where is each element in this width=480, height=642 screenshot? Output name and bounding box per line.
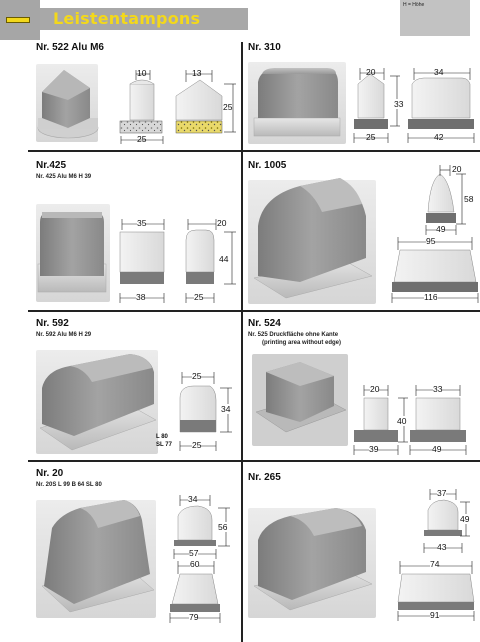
drawing-524-front [410, 397, 466, 442]
product-title-310: Nr. 310 [248, 42, 281, 53]
title-bar: Leistentampons [40, 8, 248, 30]
drawing-20-side [174, 505, 216, 546]
product-title-20: Nr. 20 [36, 468, 64, 479]
dim-592-top: 25 [192, 371, 202, 381]
product-subtitle-524-en: (printing area without edge) [262, 340, 341, 346]
dim-524-front-width: 33 [433, 384, 443, 394]
dim-20-width: 60 [190, 559, 200, 569]
product-subtitle-592: Nr. 592 Alu M6 H 29 [36, 332, 92, 338]
row-divider-3 [28, 460, 480, 462]
dim-524-side-width: 20 [370, 384, 380, 394]
dim-310-base-front: 42 [434, 132, 444, 142]
drawing-265-front [397, 573, 475, 610]
photo-522 [36, 64, 99, 142]
legend-box: H = Höhe [400, 0, 470, 36]
product-title-265: Nr. 265 [248, 472, 281, 483]
legend-text: H = Höhe [403, 2, 425, 8]
catalog-icon-box [0, 0, 40, 40]
dim-524-base-front: 49 [432, 444, 442, 454]
dim-425-height: 44 [219, 254, 229, 264]
photo-265 [248, 508, 376, 618]
page-title: Leistentampons [53, 9, 201, 28]
product-title-592: Nr. 592 [36, 318, 69, 329]
dim-522-front-width: 13 [192, 68, 202, 78]
drawing-425-front [119, 231, 165, 284]
dim-265-base-front: 91 [430, 610, 440, 620]
dim-20-top: 34 [188, 494, 198, 504]
drawing-20-front [170, 573, 220, 612]
dim-20-height: 56 [218, 522, 228, 532]
dim-592-base: 25 [192, 440, 202, 450]
dim-425-base-front: 38 [136, 292, 146, 302]
drawing-310-front [408, 77, 474, 129]
label-592-sl: SL 77 [156, 442, 172, 448]
dim-522-height: 25 [223, 102, 233, 112]
photo-592 [36, 350, 158, 454]
dim-524-height: 40 [397, 416, 407, 426]
product-title-524: Nr. 524 [248, 318, 281, 329]
row-divider-2 [28, 310, 480, 312]
dim-522-base: 25 [137, 134, 147, 144]
product-title-1005: Nr. 1005 [248, 160, 287, 171]
photo-310 [248, 62, 346, 144]
drawing-265-side [424, 499, 462, 536]
dim-1005-mid: 49 [436, 224, 446, 234]
column-divider [241, 42, 243, 642]
product-subtitle-425: Nr. 425 Alu M6 H 39 [36, 174, 92, 180]
dim-425-side-width: 20 [217, 218, 227, 228]
drawing-1005-side [426, 173, 456, 223]
dim-265-base: 43 [437, 542, 447, 552]
product-title-425: Nr.425 [36, 160, 67, 171]
dim-265-height: 49 [460, 514, 470, 524]
photo-20 [36, 500, 156, 618]
photo-524 [252, 354, 348, 446]
dim-265-width: 74 [430, 559, 440, 569]
dim-310-height: 33 [394, 99, 404, 109]
dim-592-height: 34 [221, 404, 231, 414]
dim-1005-top: 20 [452, 164, 462, 174]
drawing-522-front [175, 79, 223, 134]
photo-425 [36, 204, 110, 302]
dimension-lines-310 [353, 68, 475, 143]
product-subtitle-524: Nr. 525 Druckfläche ohne Kante [248, 332, 339, 338]
dim-524-base-side: 39 [369, 444, 379, 454]
page-header: Leistentampons H = Höhe [0, 0, 480, 40]
drawing-592-side [179, 385, 217, 433]
dim-1005-base: 116 [424, 292, 438, 302]
drawing-524-side [354, 397, 398, 442]
dim-310-top-width: 20 [366, 67, 376, 77]
dimension-lines-522 [120, 70, 236, 144]
dim-522-top-width: 10 [137, 68, 147, 78]
yellow-bar-icon [6, 17, 30, 23]
drawing-522-side [119, 79, 163, 134]
drawing-310-side [354, 73, 388, 129]
dim-1005-height: 58 [464, 194, 474, 204]
photo-1005 [248, 178, 376, 304]
dim-265-top: 37 [437, 488, 447, 498]
drawing-425-side [185, 229, 215, 284]
dim-1005-width: 95 [426, 236, 436, 246]
row-divider-1 [28, 150, 480, 152]
dim-310-base-side: 25 [366, 132, 376, 142]
dim-20-base: 57 [189, 548, 199, 558]
label-592-length: L 80 [156, 434, 168, 440]
dim-425-base-side: 25 [194, 292, 204, 302]
product-title-522: Nr. 522 Alu M6 [36, 42, 104, 53]
product-subtitle-20: Nr. 20S L 99 B 64 SL 80 [36, 482, 102, 488]
dim-20-base-front: 79 [189, 612, 199, 622]
dim-310-front-width: 34 [434, 67, 444, 77]
dim-425-front-width: 35 [137, 218, 147, 228]
drawing-1005-front [392, 249, 478, 292]
